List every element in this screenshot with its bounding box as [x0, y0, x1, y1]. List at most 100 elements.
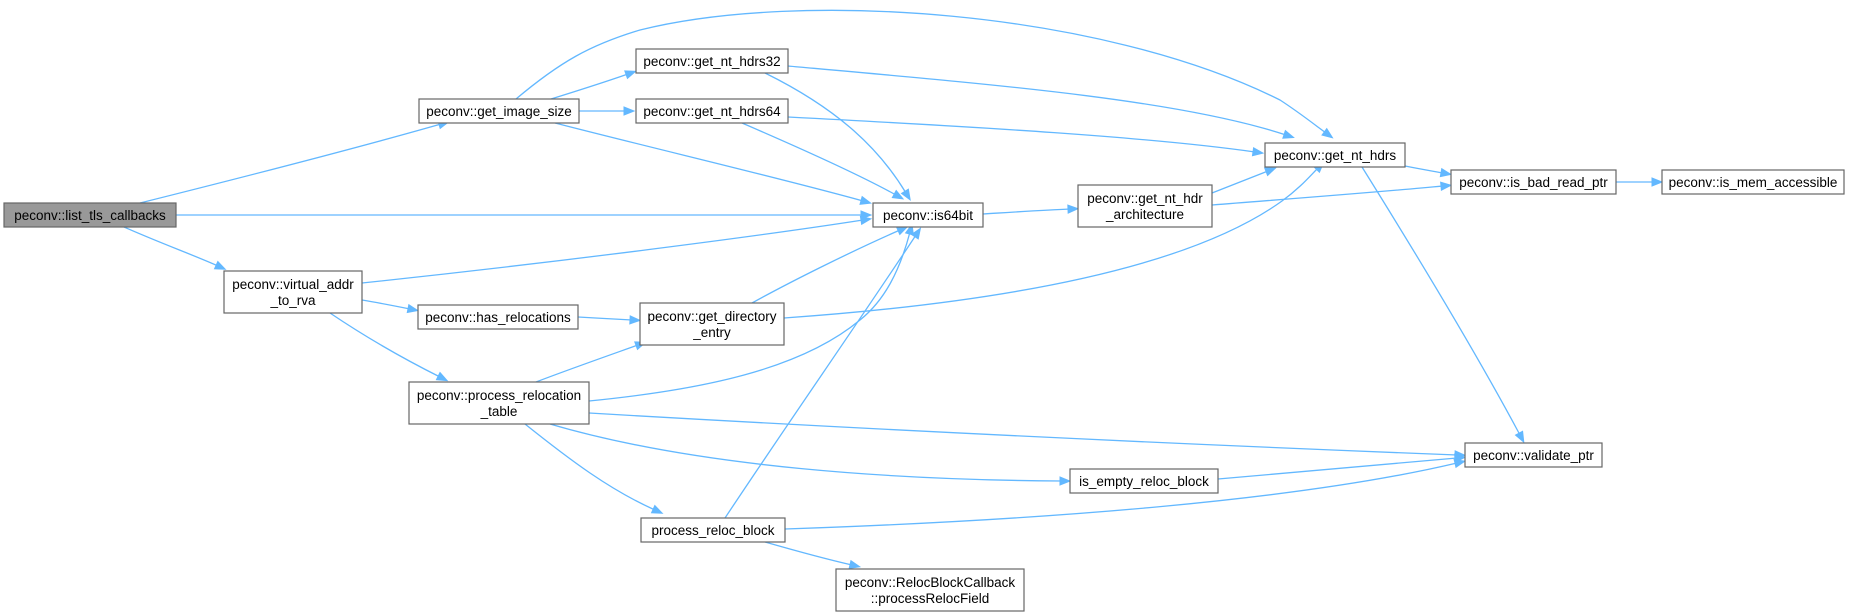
- node-label: peconv::is_mem_accessible: [1669, 175, 1838, 190]
- node-process_relocation_table[interactable]: peconv::process_relocation_table: [408, 381, 590, 425]
- edge-has_relocations-to-get_directory_entry: [577, 315, 642, 325]
- edge-process_relocation_table-to-is_empty_reloc_block: [549, 423, 1072, 486]
- arrowhead: [859, 195, 873, 205]
- node-box: [1077, 184, 1213, 228]
- node-label: peconv::process_relocation: [417, 388, 581, 403]
- edge-get_image_size-to-get_nt_hdrs64: [579, 106, 636, 116]
- node-get_nt_hdrs[interactable]: peconv::get_nt_hdrs: [1264, 142, 1406, 168]
- edge-process_relocation_table-to-process_reloc_block: [524, 423, 664, 514]
- node-label: peconv::get_image_size: [426, 104, 572, 119]
- node-box: [417, 304, 579, 330]
- arrowhead: [1067, 204, 1080, 214]
- edge-get_nt_hdrs-to-is_bad_read_ptr: [1404, 165, 1453, 178]
- node-validate_ptr[interactable]: peconv::validate_ptr: [1464, 442, 1603, 468]
- edge-virtual_addr_to_rva-to-is64bit: [361, 215, 873, 284]
- node-box: [1450, 169, 1617, 195]
- node-label: peconv::has_relocations: [425, 310, 571, 325]
- edge-virtual_addr_to_rva-to-has_relocations: [361, 299, 420, 314]
- edge-get_nt_hdrs-to-validate_ptr: [1361, 166, 1525, 444]
- node-box: [223, 270, 363, 314]
- edge-line: [535, 344, 639, 383]
- arrowhead: [1059, 476, 1072, 486]
- edge-line: [515, 9, 1327, 134]
- edge-get_directory_entry-to-is64bit: [751, 226, 909, 304]
- node-is_empty_reloc_block[interactable]: is_empty_reloc_block: [1069, 468, 1219, 494]
- edge-line: [577, 316, 633, 321]
- edge-line: [787, 65, 1287, 136]
- arrowhead: [910, 227, 922, 240]
- node-is_mem_accessible[interactable]: peconv::is_mem_accessible: [1661, 169, 1845, 195]
- edge-line: [751, 229, 901, 304]
- edge-line: [787, 116, 1256, 153]
- node-is64bit[interactable]: peconv::is64bit: [872, 202, 984, 228]
- edge-list_tls_callbacks-to-is64bit: [176, 210, 873, 220]
- arrowhead: [1263, 167, 1277, 177]
- node-get_nt_hdrs32[interactable]: peconv::get_nt_hdrs32: [635, 48, 789, 74]
- arrowhead: [900, 188, 911, 201]
- edge-line: [982, 208, 1071, 215]
- node-get_nt_hdrs64[interactable]: peconv::get_nt_hdrs64: [635, 98, 789, 124]
- edge-list_tls_callbacks-to-virtual_addr_to_rva: [123, 226, 227, 270]
- edge-line: [554, 122, 864, 202]
- node-box: [3, 202, 177, 228]
- edge-line: [1404, 165, 1444, 174]
- node-get_nt_hdr_architecture[interactable]: peconv::get_nt_hdr_architecture: [1077, 184, 1213, 228]
- edge-process_reloc_block-to-is64bit: [724, 227, 922, 519]
- edge-line: [550, 73, 629, 100]
- node-virtual_addr_to_rva[interactable]: peconv::virtual_addr_to_rva: [223, 270, 363, 314]
- edge-line: [123, 226, 219, 267]
- node-label: peconv::get_nt_hdrs64: [643, 104, 781, 119]
- edge-line: [784, 462, 1458, 530]
- node-box: [1464, 442, 1603, 468]
- node-label: ::processRelocField: [871, 591, 990, 606]
- node-label: peconv::is64bit: [883, 208, 973, 223]
- node-label: _architecture: [1105, 207, 1184, 222]
- arrowhead: [1321, 127, 1334, 139]
- node-process_reloc_block[interactable]: process_reloc_block: [640, 517, 786, 543]
- node-box: [835, 568, 1025, 612]
- arrowhead: [859, 215, 873, 226]
- edge-line: [724, 234, 917, 519]
- arrowhead: [406, 303, 420, 314]
- node-box: [639, 302, 785, 346]
- arrowhead: [435, 371, 449, 382]
- edge-line: [764, 541, 853, 566]
- node-has_relocations[interactable]: peconv::has_relocations: [417, 304, 579, 330]
- edge-is64bit-to-get_nt_hdr_architecture: [982, 204, 1080, 215]
- node-label: peconv::RelocBlockCallback: [845, 575, 1016, 590]
- edge-line: [783, 167, 1319, 319]
- node-is_bad_read_ptr[interactable]: peconv::is_bad_read_ptr: [1450, 169, 1617, 195]
- node-box: [635, 98, 789, 124]
- arrowhead: [1282, 129, 1295, 139]
- arrowhead: [650, 504, 664, 514]
- arrowhead: [623, 106, 636, 116]
- edge-list_tls_callbacks-to-get_image_size: [139, 120, 450, 204]
- node-box: [635, 48, 789, 74]
- arrowhead: [1651, 177, 1664, 187]
- node-label: process_reloc_block: [651, 523, 774, 538]
- node-get_image_size[interactable]: peconv::get_image_size: [418, 98, 580, 124]
- node-get_directory_entry[interactable]: peconv::get_directory_entry: [639, 302, 785, 346]
- arrowhead: [629, 315, 642, 325]
- edge-line: [361, 299, 411, 310]
- edge-get_image_size-to-get_nt_hdrs: [515, 9, 1334, 139]
- node-box: [418, 98, 580, 124]
- edge-line: [329, 312, 441, 378]
- node-list_tls_callbacks[interactable]: peconv::list_tls_callbacks: [3, 202, 177, 228]
- edge-line: [741, 122, 897, 196]
- edge-line: [524, 423, 656, 511]
- edge-line: [588, 231, 911, 402]
- node-box: [872, 202, 984, 228]
- node-box: [640, 517, 786, 543]
- edge-line: [1361, 166, 1521, 436]
- edge-process_relocation_table-to-validate_ptr: [588, 412, 1467, 460]
- arrowhead: [1454, 453, 1467, 463]
- node-box: [1661, 169, 1845, 195]
- node-label: _entry: [692, 325, 731, 340]
- node-processRelocField[interactable]: peconv::RelocBlockCallback::processReloc…: [835, 568, 1025, 612]
- node-label: peconv::get_nt_hdr: [1087, 191, 1203, 206]
- edges-layer: [123, 9, 1664, 570]
- node-label: peconv::virtual_addr: [232, 277, 354, 292]
- node-label: peconv::get_directory: [647, 309, 776, 324]
